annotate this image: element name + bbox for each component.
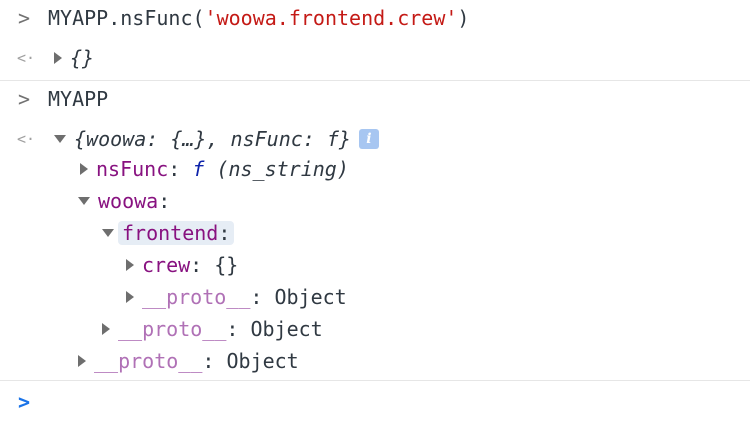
tree-node-proto-woowa[interactable]: __proto__: Object [0,313,750,345]
prompt-chevron-icon: > [18,6,31,30]
property-key: frontend [122,221,219,245]
command-text[interactable]: MYAPP [48,87,109,111]
tree-node-proto-frontend[interactable]: __proto__: Object [0,281,750,313]
tree-node-proto-root[interactable]: __proto__: Object [0,345,750,377]
command-object: MYAPP [48,6,109,30]
property-key: nsFunc [96,157,169,181]
collapse-triangle-icon[interactable] [54,135,66,143]
property-colon: : [190,253,203,277]
property-colon: : [250,285,263,309]
entry-divider [0,80,750,81]
property-key: woowa [98,189,159,213]
collapse-triangle-icon[interactable] [78,197,90,205]
result-1-value[interactable]: {} [54,42,94,74]
command-string-arg: 'woowa.frontend.crew' [204,6,458,30]
result-arrow-icon: <· [17,130,36,148]
function-signature: (ns_string) [216,157,349,181]
property-colon: : [158,189,171,213]
property-value: Object [226,349,299,373]
property-colon: : [168,157,181,181]
expand-triangle-icon[interactable] [80,163,88,175]
tree-node-crew[interactable]: crew: {} [0,249,750,281]
tree-node-nsfunc[interactable]: nsFunc: f (ns_string) [0,153,750,185]
collapse-triangle-icon[interactable] [102,229,114,237]
expand-triangle-icon[interactable] [126,259,134,271]
property-value: {} [214,253,239,277]
expand-triangle-icon[interactable] [126,291,134,303]
entry-divider [0,380,750,381]
expand-triangle-icon[interactable] [54,52,62,64]
expand-triangle-icon[interactable] [78,355,86,367]
property-colon: : [226,317,239,341]
tree-node-woowa[interactable]: woowa: [0,185,750,217]
input-prompt-chevron-icon: > [18,390,31,414]
prompt-chevron-icon: > [18,87,31,111]
console-command-2[interactable]: > MYAPP [0,83,750,115]
console-result-2: <· {woowa: {…}, nsFunc: f} i [0,123,750,155]
tree-node-frontend[interactable]: frontend: [0,217,750,249]
property-key: __proto__ [118,317,227,341]
object-preview: {woowa: {…}, nsFunc: f} [74,127,351,151]
console-command-1[interactable]: > MYAPP.nsFunc('woowa.frontend.crew') [0,2,750,34]
command-method: .nsFunc( [108,6,205,30]
function-f-icon: f [192,157,205,181]
property-colon: : [202,349,215,373]
property-key: __proto__ [142,285,251,309]
expand-triangle-icon[interactable] [102,323,110,335]
property-value: Object [250,317,323,341]
result-arrow-icon: <· [17,49,36,67]
console-input-line[interactable]: > [0,386,750,418]
property-colon: : [218,221,231,245]
property-key: crew [142,253,191,277]
property-key: __proto__ [94,349,203,373]
result-1-object: {} [70,46,95,70]
console-result-1: <· {} [0,42,750,74]
info-icon[interactable]: i [358,128,379,149]
property-value: Object [274,285,347,309]
result-2-summary[interactable]: {woowa: {…}, nsFunc: f} i [54,123,379,155]
command-text[interactable]: MYAPP.nsFunc('woowa.frontend.crew') [48,2,469,34]
command-close-paren: ) [457,6,470,30]
